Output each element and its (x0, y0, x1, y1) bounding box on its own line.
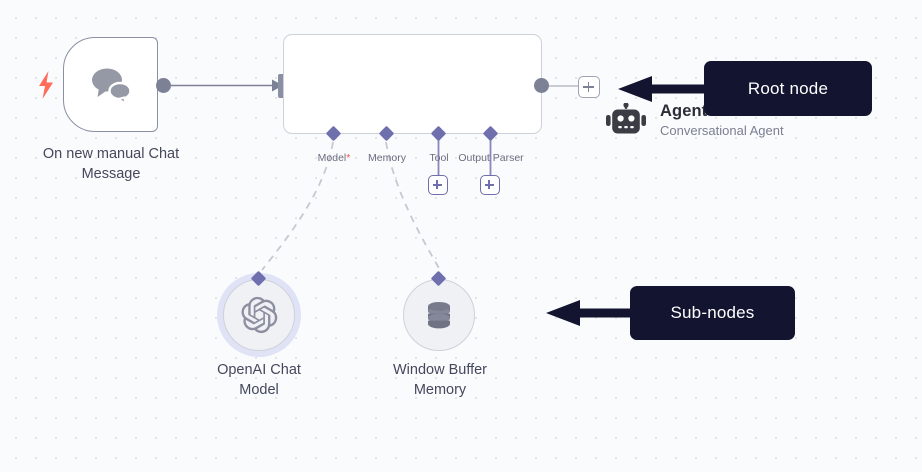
trigger-label-line1: On new manual Chat (42, 146, 180, 162)
memory-label-line1: Window Buffer (392, 362, 488, 378)
node-trigger-chat-message[interactable] (63, 37, 158, 132)
callout-root-node: Root node (704, 61, 872, 116)
chat-bubbles-icon (91, 68, 132, 105)
memory-label-line2: Memory (413, 382, 467, 398)
trigger-label-line2: Message (81, 166, 141, 182)
callout-sub-nodes: Sub-nodes (630, 286, 795, 340)
port-label-memory: Memory (368, 152, 406, 164)
port-label-model: Model* (294, 152, 374, 164)
sub-nodes-callout-arrow (546, 300, 638, 326)
agent-text-block: Agent Conversational Agent (660, 101, 830, 139)
port-label-output-parser: Output Parser (458, 152, 524, 164)
database-stack-icon (428, 302, 450, 329)
port-required-marker: * (346, 152, 351, 164)
agent-subtitle: Conversational Agent (660, 123, 784, 138)
lightning-bolt-icon (39, 71, 53, 99)
openai-logo-icon (241, 296, 278, 334)
add-output-parser-plus-button[interactable] (480, 175, 500, 195)
agent-title: Agent (660, 102, 708, 120)
port-label-tool: Tool (429, 152, 449, 164)
add-node-plus-button[interactable] (578, 76, 600, 98)
root-node-callout-arrow (618, 76, 710, 102)
node-window-buffer-memory[interactable] (403, 279, 475, 351)
node-agent[interactable]: Agent Conversational Agent (283, 34, 784, 138)
openai-label-line1: OpenAI Chat (217, 362, 301, 378)
callout-sub-nodes-text: Sub-nodes (670, 303, 755, 322)
agent-output-connector[interactable] (534, 78, 549, 93)
add-tool-plus-button[interactable] (428, 175, 448, 195)
openai-node-label: OpenAI Chat Model (164, 360, 354, 400)
port-label-model-text: Model (317, 152, 347, 164)
callout-root-node-text: Root node (747, 78, 829, 98)
trigger-node-label: On new manual Chat Message (11, 144, 211, 184)
node-openai-chat-model[interactable] (223, 279, 295, 351)
window-buffer-memory-node-label: Window Buffer Memory (345, 360, 535, 400)
robot-icon (606, 103, 646, 134)
trigger-output-connector[interactable] (156, 78, 171, 93)
openai-label-line2: Model (239, 382, 279, 398)
